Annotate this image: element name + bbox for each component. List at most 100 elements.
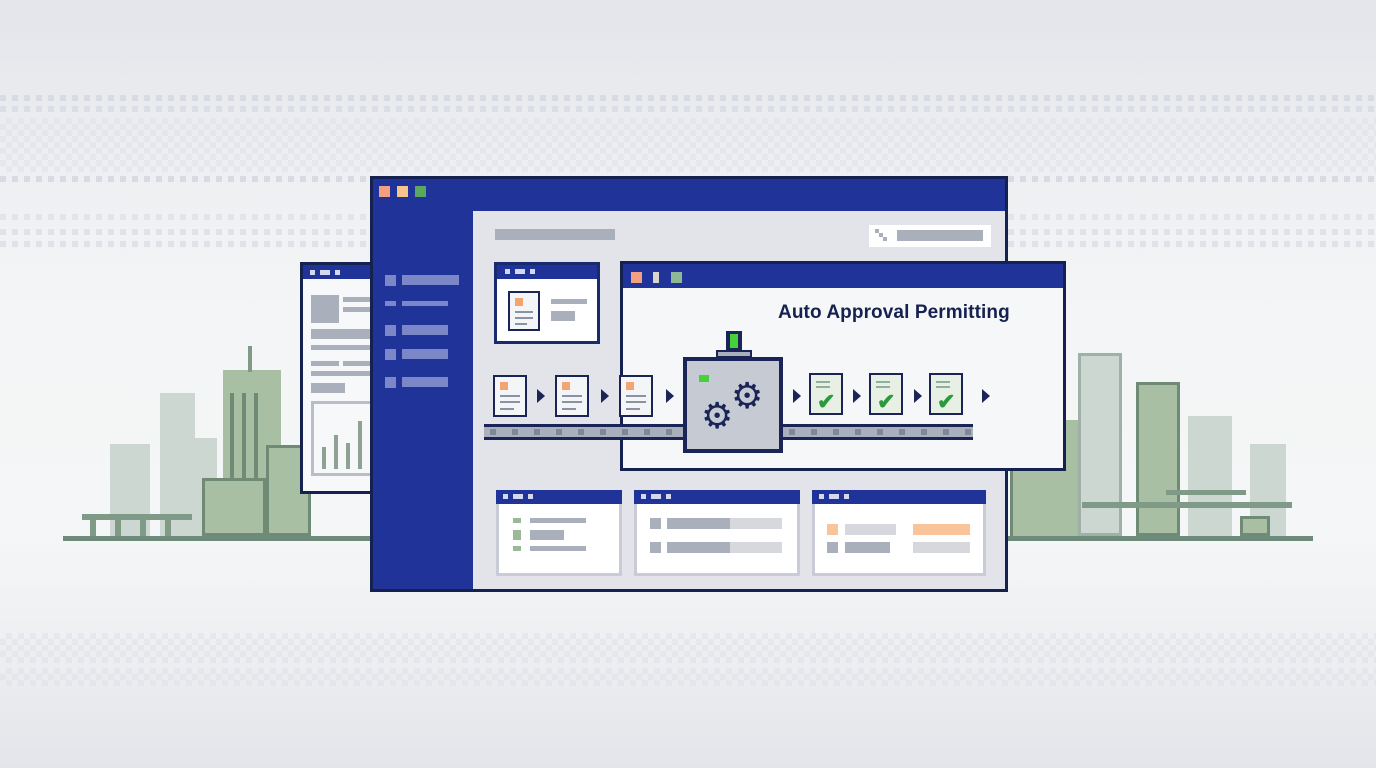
stamp [500, 382, 508, 390]
sidebar-item-label [402, 349, 448, 359]
ground-line [63, 536, 373, 541]
text-line [343, 307, 373, 312]
title-dot [829, 494, 839, 499]
sidebar-item-icon [385, 301, 396, 306]
text-line [311, 383, 345, 393]
sidebar-item-icon [385, 325, 396, 336]
arrow-right-icon [982, 389, 990, 403]
title-dot [505, 269, 510, 274]
processing-machine[interactable]: ⚙ ⚙ [683, 357, 783, 453]
summary-card-status[interactable] [812, 490, 986, 576]
doc-line [626, 395, 646, 397]
list-line [530, 518, 586, 523]
close-button[interactable] [631, 272, 642, 283]
search-placeholder [897, 230, 983, 241]
title-dot [530, 269, 535, 274]
document-icon [493, 375, 527, 417]
search-icon [875, 229, 879, 233]
sidebar-item-icon [385, 349, 396, 360]
text-line [343, 297, 373, 302]
maximize-button[interactable] [415, 186, 426, 197]
doc-line [500, 401, 520, 403]
sidebar-item-label [402, 325, 448, 335]
status-icon-warning [827, 524, 838, 535]
indicator-led [699, 375, 709, 382]
summary-card-progress[interactable] [634, 490, 800, 576]
summary-card-list[interactable] [496, 490, 622, 576]
workflow-titlebar [623, 264, 1063, 288]
building [1078, 353, 1122, 536]
arrow-right-icon [537, 389, 545, 403]
close-button[interactable] [379, 186, 390, 197]
progress-fill [667, 518, 730, 529]
card-titlebar [496, 490, 622, 504]
minimize-button[interactable] [397, 186, 408, 197]
maximize-button[interactable] [671, 272, 682, 283]
title-dot [651, 494, 661, 499]
rail [1166, 490, 1246, 495]
doc-line [562, 395, 582, 397]
chart-bar [334, 435, 338, 469]
chart-bar [358, 421, 362, 469]
gear-icon: ⚙ [731, 376, 764, 417]
arrow-right-icon [601, 389, 609, 403]
progress-bar [667, 542, 782, 553]
document-card[interactable] [494, 262, 600, 344]
title-dot [513, 494, 523, 499]
doc-line [936, 381, 950, 383]
window [230, 393, 234, 483]
status-badge [913, 524, 970, 535]
pillar [115, 520, 121, 536]
sidebar-item-icon [385, 377, 396, 388]
doc-line [626, 401, 646, 403]
minimize-button[interactable] [653, 272, 659, 283]
text-line [551, 299, 587, 304]
doc-line [816, 381, 830, 383]
bridge-deck [1082, 502, 1292, 508]
list-line [530, 530, 564, 540]
doc-line [500, 395, 520, 397]
title-dot [515, 269, 525, 274]
pillar [90, 520, 96, 536]
doc-line [876, 386, 890, 388]
document-icon [555, 375, 589, 417]
row-icon [650, 542, 661, 553]
chart-bar [346, 443, 350, 469]
gear-icon: ⚙ [701, 396, 734, 437]
document-icon [508, 291, 540, 331]
progress-fill [667, 542, 730, 553]
thumbnail [311, 295, 339, 323]
arrow-right-icon [914, 389, 922, 403]
approved-document-icon: ✔ [869, 373, 903, 415]
document-icon [619, 375, 653, 417]
stamp [562, 382, 570, 390]
title-dot [335, 270, 340, 275]
search-icon-part [879, 233, 883, 237]
bar-chart [311, 401, 373, 476]
title-dot [528, 494, 533, 499]
doc-line [500, 408, 514, 410]
doc-line [876, 381, 890, 383]
progress-bar [667, 518, 782, 529]
window [254, 393, 258, 483]
title-dot [844, 494, 849, 499]
chart-bar [322, 447, 326, 469]
title-dot [310, 270, 315, 275]
title-dot [320, 270, 330, 275]
report-window[interactable] [300, 262, 373, 494]
conveyor-belt-out [783, 424, 973, 440]
workflow-title: Auto Approval Permitting [778, 302, 1010, 323]
sidebar-item-icon [385, 275, 396, 286]
building [202, 478, 266, 536]
text-line [551, 311, 575, 321]
text-line [343, 361, 373, 366]
building [1136, 382, 1180, 536]
card-titlebar [497, 265, 597, 279]
doc-line [515, 323, 527, 325]
approved-document-icon: ✔ [809, 373, 843, 415]
search-input[interactable] [869, 225, 991, 247]
search-icon-part [883, 237, 887, 241]
checkmark-icon: ✔ [877, 389, 896, 414]
doc-line [562, 401, 582, 403]
text-line [311, 329, 373, 339]
